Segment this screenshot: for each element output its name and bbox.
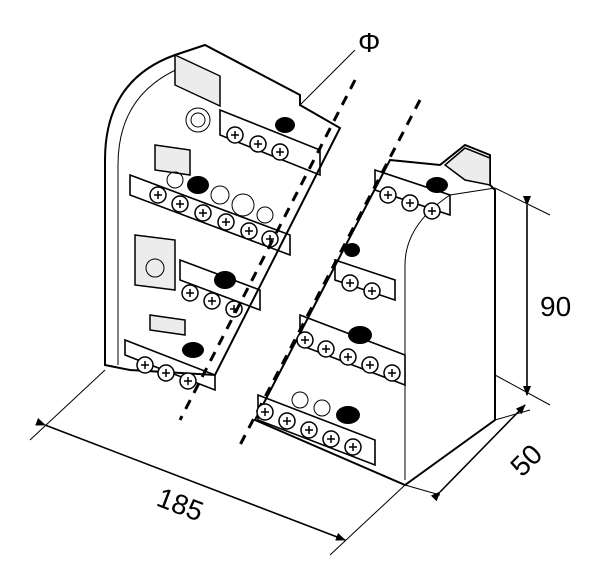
break-line-left bbox=[178, 79, 357, 421]
break-line-center bbox=[238, 99, 422, 446]
depth-label: 50 bbox=[504, 438, 548, 482]
phase-symbol-label: Φ bbox=[358, 27, 380, 58]
height-label: 90 bbox=[540, 291, 571, 322]
phase-leader bbox=[299, 49, 356, 106]
length-label: 185 bbox=[153, 482, 208, 528]
right-block bbox=[253, 143, 496, 487]
left-block bbox=[104, 43, 342, 392]
dimension-height: 90 bbox=[494, 187, 571, 406]
